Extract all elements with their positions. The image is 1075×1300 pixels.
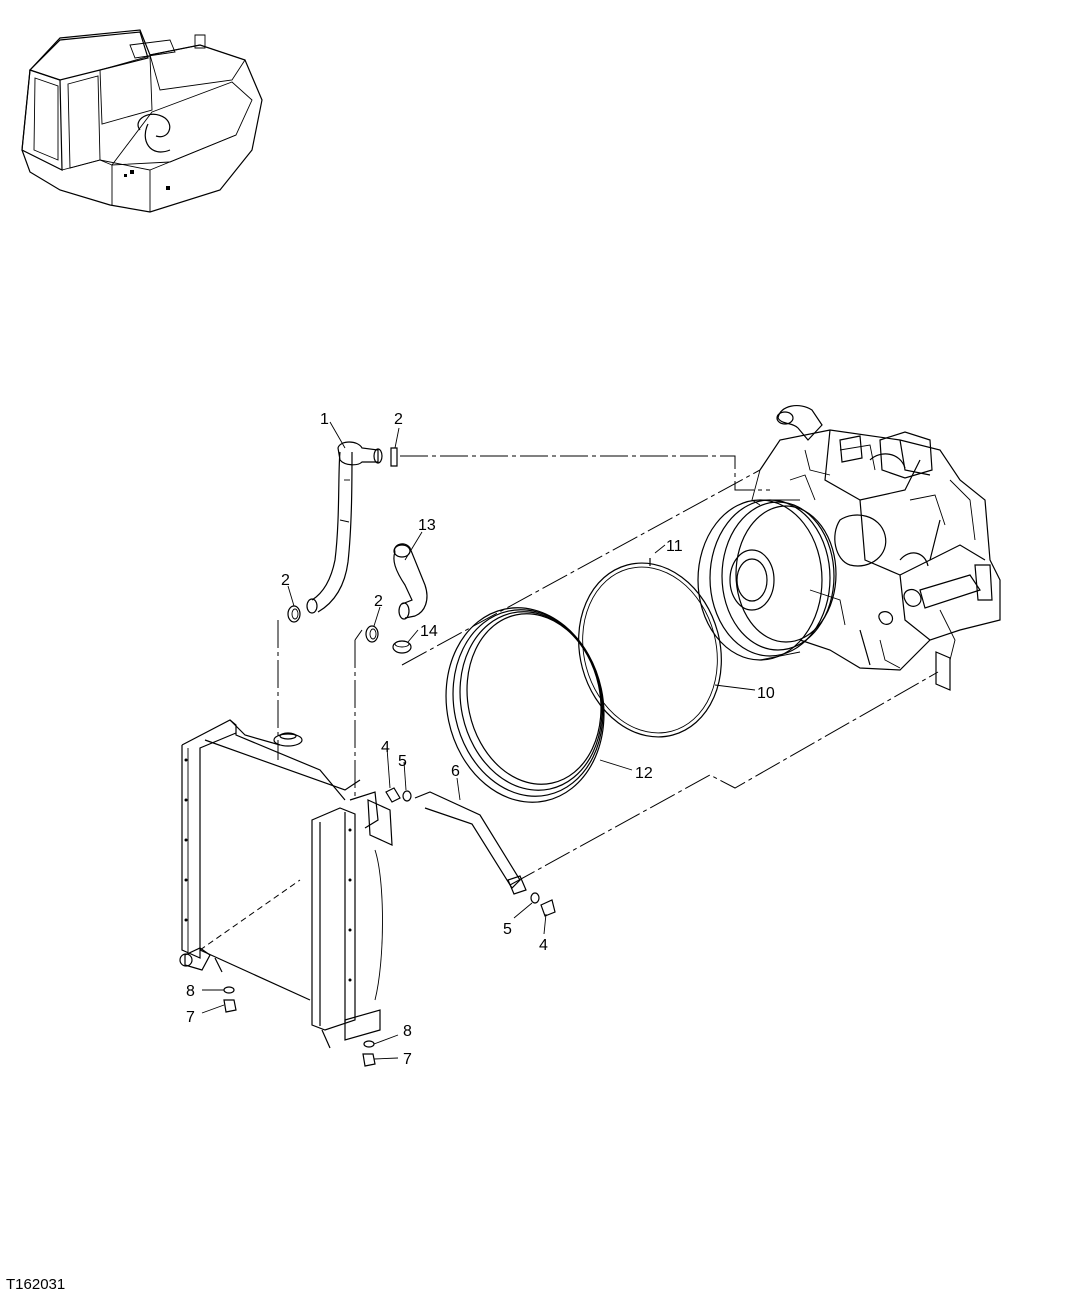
leader-lines [201, 421, 756, 1060]
callout-4: 4 [381, 739, 390, 756]
fasteners [223, 787, 556, 1067]
machine-locator-view [21, 29, 263, 213]
callout-7: 7 [403, 1051, 412, 1068]
callout-2: 2 [374, 593, 383, 610]
callout-13: 13 [418, 517, 436, 534]
engine-assembly [697, 404, 1001, 691]
shroud-ring [578, 558, 722, 738]
stay-rod [414, 791, 527, 895]
figure-id: T162031 [6, 1276, 66, 1293]
callout-11: 11 [666, 538, 683, 555]
callout-4: 4 [539, 937, 548, 954]
upper-hose [306, 441, 383, 614]
reference-lines [277, 455, 939, 886]
callout-12: 12 [635, 765, 653, 782]
callout-labels: 1 2 2 2 13 14 11 10 12 6 4 5 4 5 8 7 8 7 [186, 411, 775, 1068]
callout-2: 2 [394, 411, 403, 428]
callout-5: 5 [398, 753, 407, 770]
callout-2: 2 [281, 572, 290, 589]
callout-8: 8 [403, 1023, 412, 1040]
callout-6: 6 [451, 763, 460, 780]
callout-1: 1 [320, 411, 329, 428]
callout-5: 5 [503, 921, 512, 938]
callout-8: 8 [186, 983, 195, 1000]
seal-ring [445, 607, 605, 803]
lower-hose [393, 543, 428, 620]
radiator-assembly [179, 719, 393, 1049]
callout-7: 7 [186, 1009, 195, 1026]
callout-10: 10 [757, 685, 775, 702]
callout-14: 14 [420, 623, 438, 640]
